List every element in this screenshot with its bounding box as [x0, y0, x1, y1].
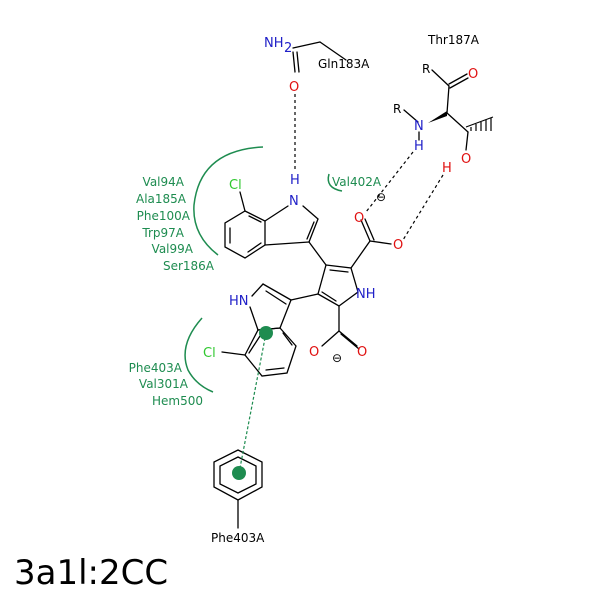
atom-carboxyl2-oxygen2: O [357, 345, 367, 360]
atom-nh2-subscript: 2 [284, 41, 292, 56]
atom-indole1-hydrogen: H [290, 173, 300, 188]
bonds [213, 41, 469, 529]
atom-nh2: NH [264, 36, 284, 51]
atom-gln-oxygen: O [289, 80, 299, 95]
diagram-caption: 3a1l:2CC [14, 553, 168, 593]
hydrophobic-arc-top [193, 146, 264, 256]
pi-stacking-line [238, 332, 267, 474]
ring-centroid-phe403 [232, 466, 246, 480]
atom-pyrrole-nh: NH [356, 287, 376, 302]
residue-label: Val99A [152, 242, 194, 256]
atom-carboxyl1-charge: ⊖ [376, 190, 386, 204]
hydrophobic-residues-top: Val94A Ala185A Phe100A Trp97A Val99A Ser… [136, 175, 215, 273]
hydrophobic-arcs [184, 146, 343, 393]
residue-val402a: Val402A [332, 175, 382, 189]
hydrophobic-arc-val402 [327, 173, 343, 192]
residue-label: Ala185A [136, 192, 187, 206]
residue-label: Ser186A [163, 259, 215, 273]
atom-indole2-hn: HN [229, 294, 249, 309]
hydrogen-bonds [294, 94, 444, 241]
atom-thr-hg-hydrogen: H [442, 161, 452, 176]
atom-carboxyl2-oxygen1: O [309, 345, 319, 360]
stereo-wedges [428, 111, 494, 131]
hbond-thr-hg-carboxyl-o [402, 174, 444, 241]
residue-gln183a: Gln183A [318, 57, 370, 71]
atom-chlorine-top: Cl [229, 178, 242, 193]
residue-label: Phe100A [137, 209, 191, 223]
atom-chlorine-bottom: Cl [203, 346, 216, 361]
atom-thr-r1: R [422, 62, 430, 76]
residue-label: Hem500 [152, 394, 203, 408]
hydrophobic-arc-bottom [184, 317, 214, 393]
atom-thr-hydrogen: H [414, 139, 424, 154]
residue-label: Val94A [143, 175, 185, 189]
hbond-thr-h-carboxyl-o [365, 151, 414, 213]
residue-thr187a: Thr187A [427, 33, 480, 47]
atom-thr-r2: R [393, 102, 401, 116]
hydrophobic-residues-bottom: Phe403A Val301A Hem500 [129, 361, 203, 408]
residue-phe403a-ring: Phe403A [211, 531, 265, 545]
atom-carboxyl1-oxygen1: O [354, 211, 364, 226]
atom-indole1-nitrogen: N [289, 194, 299, 209]
atom-carboxyl2-charge: ⊖ [332, 351, 342, 365]
residue-label: Val301A [139, 377, 189, 391]
ring-centroid-indole [259, 326, 273, 340]
atom-carboxyl1-oxygen2: O [393, 238, 403, 253]
residue-label: Phe403A [129, 361, 183, 375]
atom-thr-carbonyl-oxygen: O [468, 67, 478, 82]
atom-thr-og-oxygen: O [461, 152, 471, 167]
residue-label: Trp97A [141, 226, 184, 240]
atom-thr-nitrogen: N [414, 119, 424, 134]
